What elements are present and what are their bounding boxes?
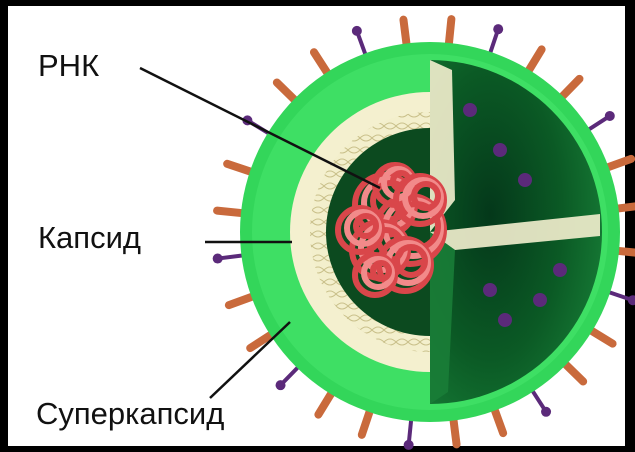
- spike-head: [628, 295, 635, 305]
- supercapsid-label: Суперкапсид: [36, 398, 224, 429]
- spike-head: [213, 254, 223, 264]
- glycoprotein-cluster: [553, 263, 567, 277]
- glycoprotein-cluster: [498, 313, 512, 327]
- glycoprotein-cluster: [493, 143, 507, 157]
- spike-head: [276, 380, 286, 390]
- spike-head: [404, 440, 414, 450]
- spike-head: [493, 24, 503, 34]
- spike-head: [352, 26, 362, 36]
- capsid-label: Капсид: [38, 222, 141, 253]
- rna-label: РНК: [38, 50, 99, 81]
- spike-head: [605, 111, 615, 121]
- glycoprotein-cluster: [518, 173, 532, 187]
- glycoprotein-cluster: [463, 103, 477, 117]
- spike-head: [541, 407, 551, 417]
- glycoprotein-cluster: [483, 283, 497, 297]
- glycoprotein-cluster: [533, 293, 547, 307]
